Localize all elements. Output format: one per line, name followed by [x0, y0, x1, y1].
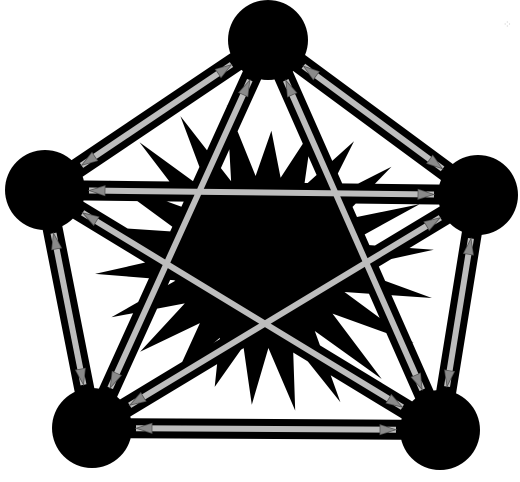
node-upper-right	[438, 155, 518, 235]
edge-upper-left-upper-right-shaft	[89, 191, 434, 195]
node-lower-left	[52, 388, 132, 468]
scan-speck-icon: ⁘	[503, 18, 512, 31]
edge-lower-left-lower-right-shaft	[136, 428, 396, 429]
node-lower-right	[400, 390, 480, 470]
node-upper-left	[5, 150, 85, 230]
edge-upper-left-lower-left-shaft	[54, 233, 84, 385]
node-top	[228, 0, 308, 80]
